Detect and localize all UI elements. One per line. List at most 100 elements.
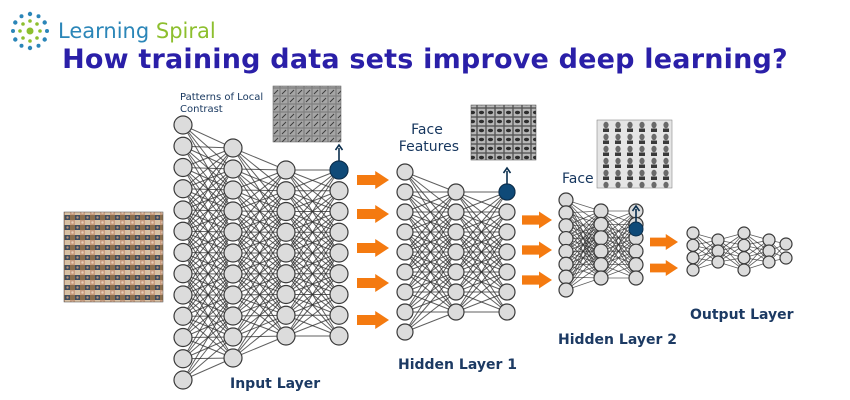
connection: [182, 273, 234, 360]
neuron: [558, 256, 574, 272]
neuron: [173, 306, 193, 326]
connection: [455, 291, 508, 313]
neuron: [686, 263, 700, 277]
neuron: [396, 263, 414, 281]
brand-word-1: Learning: [58, 18, 150, 43]
neuron: [396, 243, 414, 261]
flow-arrow-icon: [357, 274, 389, 292]
neuron: [173, 157, 193, 178]
neuron: [628, 257, 644, 273]
connection: [232, 169, 287, 254]
connection: [285, 190, 340, 254]
neuron: [686, 238, 700, 252]
brand-word-2: Spiral: [155, 18, 216, 43]
neuron: [498, 303, 516, 321]
flow-arrows: [357, 171, 678, 329]
connection: [182, 168, 234, 232]
neuron: [329, 264, 349, 284]
connection: [182, 336, 234, 381]
neuron: [329, 305, 349, 325]
neuron: [223, 222, 243, 242]
neuron: [276, 326, 296, 346]
connection: [565, 210, 602, 252]
connection: [182, 147, 234, 211]
neuron: [447, 303, 465, 321]
connection: [285, 273, 340, 337]
connection: [182, 189, 234, 253]
connection: [455, 191, 508, 253]
connection: [404, 311, 457, 333]
neuron: [173, 349, 193, 369]
connection: [182, 315, 234, 381]
hidden-layer-2-label: Hidden Layer 2: [558, 332, 677, 348]
neuron: [558, 192, 574, 208]
neuron: [396, 303, 414, 321]
face-features-label-line-2: Features: [398, 139, 459, 155]
connection: [232, 211, 287, 275]
connection: [455, 191, 508, 233]
neuron: [686, 251, 700, 265]
connection: [455, 191, 508, 213]
brand-name: Learning Spiral: [58, 18, 216, 43]
flow-arrow-icon: [650, 234, 678, 250]
connection: [565, 250, 602, 291]
flow-arrow-icon: [522, 211, 552, 229]
neuron: [593, 257, 609, 273]
neuron: [737, 238, 751, 252]
network-neurons: [173, 115, 793, 390]
neuron: [173, 370, 193, 390]
neuron: [447, 183, 465, 201]
neuron: [628, 243, 644, 259]
flow-arrow-icon: [357, 311, 389, 329]
connection: [232, 252, 287, 338]
connection: [404, 191, 457, 253]
local-contrast-image: [272, 85, 342, 143]
connection: [404, 211, 457, 273]
flow-arrow-icon: [357, 205, 389, 223]
local-contrast-label: Patterns of Local Contrast: [180, 92, 263, 116]
neuron: [711, 244, 725, 258]
connection: [404, 251, 457, 333]
neuron: [223, 201, 243, 221]
connection: [285, 231, 340, 316]
face-features-label-line-1: Face: [411, 122, 443, 138]
neuron: [223, 348, 243, 368]
neuron: [223, 306, 243, 326]
feature-neurons: [329, 143, 644, 237]
neuron: [498, 223, 516, 241]
brand-logo: Learning Spiral: [8, 10, 216, 52]
neuron: [779, 237, 793, 251]
connection: [285, 252, 340, 316]
neuron: [593, 203, 609, 219]
connection: [182, 252, 234, 338]
connection: [232, 190, 287, 275]
neuron: [396, 203, 414, 221]
neuron: [498, 243, 516, 261]
neuron: [173, 221, 193, 241]
neuron: [447, 203, 465, 221]
connection: [232, 294, 287, 359]
neuron: [593, 243, 609, 259]
connection: [404, 191, 457, 213]
connection: [285, 169, 340, 254]
connection: [455, 231, 508, 293]
connection: [182, 294, 234, 381]
connection: [232, 211, 287, 296]
neuron: [223, 138, 243, 158]
connection: [404, 211, 457, 293]
connection: [232, 231, 287, 317]
connection: [285, 231, 340, 295]
connection: [285, 190, 340, 275]
connection: [182, 210, 234, 296]
feature-neuron: [628, 221, 644, 237]
connection: [455, 231, 508, 313]
neuron: [223, 327, 243, 347]
neuron: [447, 243, 465, 261]
neuron: [711, 233, 725, 247]
neuron: [396, 283, 414, 301]
face-features-label: Face Features: [395, 122, 459, 156]
connection: [232, 252, 287, 317]
neuron: [396, 223, 414, 241]
neuron: [329, 181, 349, 201]
